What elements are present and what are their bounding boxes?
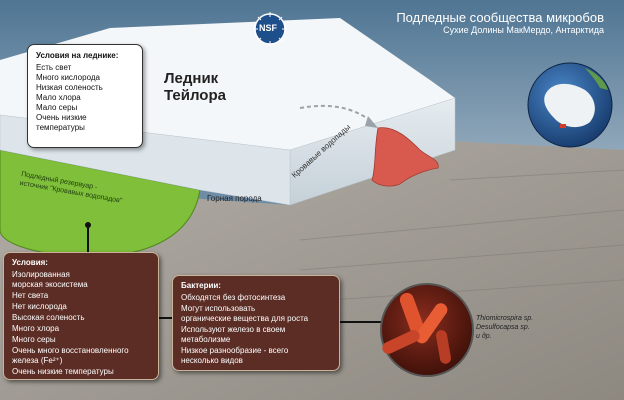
bacteria-item: Низкое разнообразие - всего (181, 346, 289, 355)
blood-falls (371, 127, 439, 187)
nsf-logo-text: NSF (259, 23, 277, 33)
glacier-name-line1: Ледник (164, 70, 219, 87)
glacier-condition-item: Мало серы (36, 103, 78, 112)
glacier-condition-item: температуры (36, 123, 85, 132)
reservoir-condition-item: Много хлора (12, 324, 60, 333)
reservoir-condition-item: Изолированная (12, 270, 70, 279)
glacier-condition-item: Мало хлора (36, 93, 81, 102)
reservoir-condition-item: морская экосистема (12, 280, 88, 289)
species-item: Desulfocapsa sp. (476, 324, 530, 331)
bacteria-item: метаболизме (181, 335, 231, 344)
reservoir-condition-item: Очень много восстановленного (12, 346, 129, 355)
bacteria-item: несколько видов (181, 356, 243, 365)
reservoir-condition-item: Нет света (12, 291, 49, 300)
bedrock-label: Горная порода (207, 194, 262, 203)
page-title: Подледные сообщества микробов (396, 10, 604, 25)
glacier-condition-item: Много кислорода (36, 73, 100, 82)
species-list: Thiomicrospira sp. Desulfocapsa sp. и др… (476, 314, 533, 341)
glacier-conditions-heading: Условия на леднике: (36, 51, 119, 60)
glacier-condition-item: Очень низкие (36, 113, 87, 122)
nsf-logo-icon (253, 12, 287, 46)
glacier-name-line2: Тейлора (164, 87, 226, 104)
bacteria-heading: Бактерии: (181, 281, 221, 290)
flow-arrow-head (365, 116, 378, 128)
bacteria-box: Бактерии: Обходятся без фотосинтеза Могу… (172, 275, 340, 371)
reservoir-condition-item: Очень низкие температуры (12, 367, 114, 376)
glacier-conditions-box: Условия на леднике: Есть свет Много кисл… (27, 44, 143, 148)
bacteria-item: органические вещества для роста (181, 314, 309, 323)
globe-antarctica-icon (527, 62, 613, 148)
reservoir-condition-item: железа (Fe²⁺) (12, 356, 63, 365)
reservoir-connector-dot (85, 222, 91, 228)
glacier-name-label: Ледник Тейлора (164, 70, 226, 104)
glacier-condition-item: Есть свет (36, 63, 72, 72)
reservoir-condition-item: Нет кислорода (12, 302, 67, 311)
bacteria-item: Используют железо в своем (181, 325, 286, 334)
page-subtitle: Сухие Долины МакМердо, Антарктида (443, 25, 604, 35)
bacteria-item: Могут использовать (181, 304, 256, 313)
species-item: и др. (476, 333, 492, 340)
reservoir-condition-item: Высокая соленость (12, 313, 85, 322)
bacteria-item: Обходятся без фотосинтеза (181, 293, 286, 302)
reservoir-conditions-heading: Условия: (12, 258, 48, 267)
flow-arrow (299, 104, 373, 123)
reservoir-condition-item: Много серы (12, 335, 56, 344)
microbe-circle-icon (380, 283, 474, 377)
species-item: Thiomicrospira sp. (476, 315, 534, 322)
reservoir-conditions-box: Условия: Изолированная морская экосистем… (3, 252, 159, 380)
glacier-condition-item: Низкая соленость (36, 83, 103, 92)
rock-strata (299, 169, 624, 301)
